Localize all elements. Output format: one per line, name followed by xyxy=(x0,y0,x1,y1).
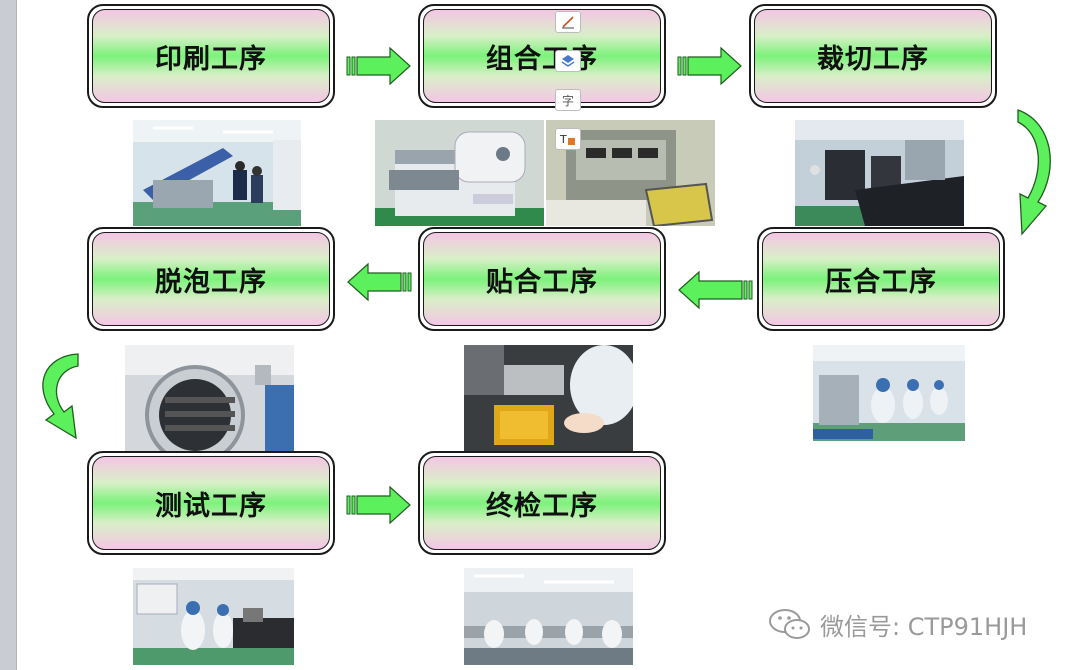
step-final-inspection: 终检工序 xyxy=(418,451,666,555)
step-label: 脱泡工序 xyxy=(155,266,267,298)
final-inspection-photo xyxy=(464,568,633,665)
testing-workshop-photo xyxy=(133,568,294,665)
pressing-workshop-photo xyxy=(813,345,965,441)
step-label: 贴合工序 xyxy=(486,266,598,298)
step-testing: 测试工序 xyxy=(87,451,335,555)
step-label: 压合工序 xyxy=(825,266,937,298)
window-left-edge xyxy=(0,0,17,670)
arrow-left-icon xyxy=(347,262,412,302)
defoaming-machine-photo xyxy=(125,345,294,451)
step-assembly: 组合工序 xyxy=(418,4,666,108)
printing-workshop-photo xyxy=(133,120,301,226)
step-cutting: 裁切工序 xyxy=(749,4,997,108)
step-printing: 印刷工序 xyxy=(87,4,335,108)
step-lamination: 贴合工序 xyxy=(418,227,666,331)
step-label: 组合工序 xyxy=(486,43,598,75)
step-label: 终检工序 xyxy=(486,490,598,522)
curved-arrow-down-icon xyxy=(42,353,79,440)
step-pressing: 压合工序 xyxy=(757,227,1005,331)
text-format-icon: T xyxy=(560,133,575,146)
text-style-button[interactable]: 字 xyxy=(555,89,581,111)
pencil-line-icon xyxy=(562,16,574,29)
layers-icon xyxy=(561,55,575,67)
step-label: 印刷工序 xyxy=(155,43,267,75)
laminating-machine-photo xyxy=(375,120,544,226)
wechat-watermark: 微信号: CTP91HJH xyxy=(768,604,1027,644)
cutting-workshop-photo xyxy=(795,120,964,226)
draw-shape-button[interactable] xyxy=(555,11,581,33)
svg-text:T: T xyxy=(560,133,567,146)
watermark-text: 微信号: CTP91HJH xyxy=(820,612,1028,641)
step-label: 裁切工序 xyxy=(817,43,929,75)
arrow-right-icon xyxy=(346,485,411,525)
arrow-left-icon xyxy=(678,270,753,310)
arrow-right-icon xyxy=(677,46,742,86)
arrow-right-icon xyxy=(346,46,411,86)
step-defoaming: 脱泡工序 xyxy=(87,227,335,331)
text-style-icon: 字 xyxy=(561,93,574,108)
step-label: 测试工序 xyxy=(155,490,267,522)
text-format-button[interactable]: T xyxy=(555,128,581,150)
layers-button[interactable] xyxy=(555,50,581,72)
lamination-work-photo xyxy=(464,345,633,451)
assembly-machine-photo xyxy=(546,120,715,226)
curved-arrow-down-icon xyxy=(1017,109,1051,236)
wechat-icon xyxy=(769,609,810,639)
